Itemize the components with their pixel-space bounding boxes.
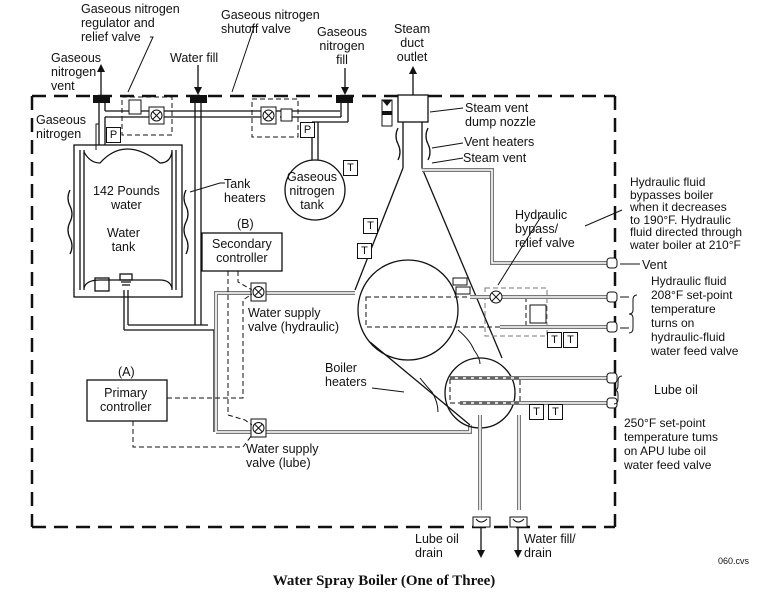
label-water-tank-capacity: 142 Pounds water bbox=[93, 184, 160, 212]
label-hydraulic-note: Hydraulic fluid bypasses boiler when it … bbox=[630, 175, 743, 252]
temperature-sensor: T bbox=[563, 332, 578, 348]
label-lube-oil: Lube oil bbox=[654, 383, 698, 397]
label-steam-vent-dump-nozzle: Steam vent dump nozzle bbox=[465, 101, 536, 129]
label-lube-oil-drain: Lube oil drain bbox=[415, 532, 459, 560]
label-hydraulic-setpoint: Hydraulic fluid 208°F set-point temperat… bbox=[651, 274, 739, 358]
figure-code: 060.cvs bbox=[718, 556, 750, 566]
label-water-supply-hydraulic: Water supply valve (hydraulic) bbox=[248, 306, 340, 334]
label-vent: Vent bbox=[642, 258, 668, 272]
label-steam-duct-outlet: Steam duct outlet bbox=[394, 22, 431, 64]
boiler-heater-wave bbox=[419, 377, 439, 413]
relief-valve bbox=[529, 304, 547, 324]
label-water-tank: Water tank bbox=[107, 226, 140, 254]
gn2-regulator-valve-icon bbox=[148, 106, 165, 125]
gn2-tank bbox=[284, 159, 346, 221]
hydraulic-coil bbox=[365, 296, 527, 328]
bypass-valve-housing bbox=[484, 287, 548, 337]
secondary-controller-box bbox=[201, 232, 283, 272]
label-controller-a: (A) bbox=[118, 365, 135, 379]
drain-fittings bbox=[472, 516, 528, 528]
temperature-sensor: T bbox=[343, 160, 358, 176]
label-gn2-tank: Gaseous nitrogen tank bbox=[287, 170, 338, 212]
temperature-sensor: T bbox=[357, 243, 372, 259]
label-hydraulic-bypass: Hydraulic bypass/ relief valve bbox=[515, 208, 575, 250]
primary-controller-box bbox=[86, 379, 168, 422]
label-lube-setpoint: 250°F set-point temperature tums on APU … bbox=[624, 416, 719, 472]
edge-ports bbox=[606, 257, 618, 409]
leader-lines bbox=[95, 26, 640, 405]
temperature-sensor: T bbox=[363, 218, 378, 234]
gn2-regulator bbox=[128, 99, 142, 115]
gn2-shutoff-housing bbox=[251, 98, 299, 138]
water-tank bbox=[67, 144, 189, 330]
gn2-fill-fitting bbox=[336, 68, 353, 103]
pressure-sensor: P bbox=[106, 127, 121, 143]
label-boiler-heaters: Boiler heaters bbox=[325, 361, 367, 389]
lube-oil-coil bbox=[449, 377, 521, 404]
label-steam-vent: Steam vent bbox=[463, 151, 527, 165]
label-primary-controller: Primary controller bbox=[100, 386, 152, 414]
label-water-supply-lube: Water supply valve (lube) bbox=[246, 442, 319, 470]
water-supply-valve-lube-icon bbox=[250, 418, 267, 438]
label-tank-heaters: Tank heaters bbox=[224, 177, 266, 205]
label-vent-heaters: Vent heaters bbox=[464, 135, 535, 149]
label-gn2-vent: Gaseous nitrogen vent bbox=[51, 51, 102, 93]
gn2-regulator-housing bbox=[121, 96, 173, 136]
label-gn2-regulator: Gaseous nitrogen regulator and relief va… bbox=[81, 2, 180, 44]
hydraulic-bypass-valve-icon bbox=[489, 290, 503, 304]
label-gaseous-nitrogen: Gaseous nitrogen bbox=[36, 113, 87, 141]
control-signal-lines bbox=[132, 271, 253, 448]
boiler-vessel bbox=[354, 94, 516, 429]
label-gn2-fill: Gaseous nitrogen fill bbox=[317, 25, 368, 67]
water-supply-valve-hydraulic-icon bbox=[250, 282, 267, 302]
temperature-sensor: T bbox=[529, 404, 544, 420]
pressure-sensor: P bbox=[300, 122, 315, 138]
label-water-fill-drain: Water fill/ drain bbox=[524, 532, 576, 560]
temperature-sensor: T bbox=[547, 332, 562, 348]
gn2-shutoff-valve-icon bbox=[260, 106, 293, 125]
label-secondary-controller: Secondary controller bbox=[212, 237, 272, 265]
label-gn2-shutoff: Gaseous nitrogen shutoff valve bbox=[221, 8, 320, 36]
figure-caption: Water Spray Boiler (One of Three) bbox=[272, 573, 496, 589]
label-water-fill: Water fill bbox=[170, 51, 219, 65]
label-controller-b: (B) bbox=[237, 217, 254, 231]
water-fill-fitting bbox=[190, 65, 207, 103]
temperature-sensor: T bbox=[548, 404, 563, 420]
gn2-vent-fitting bbox=[93, 64, 110, 103]
